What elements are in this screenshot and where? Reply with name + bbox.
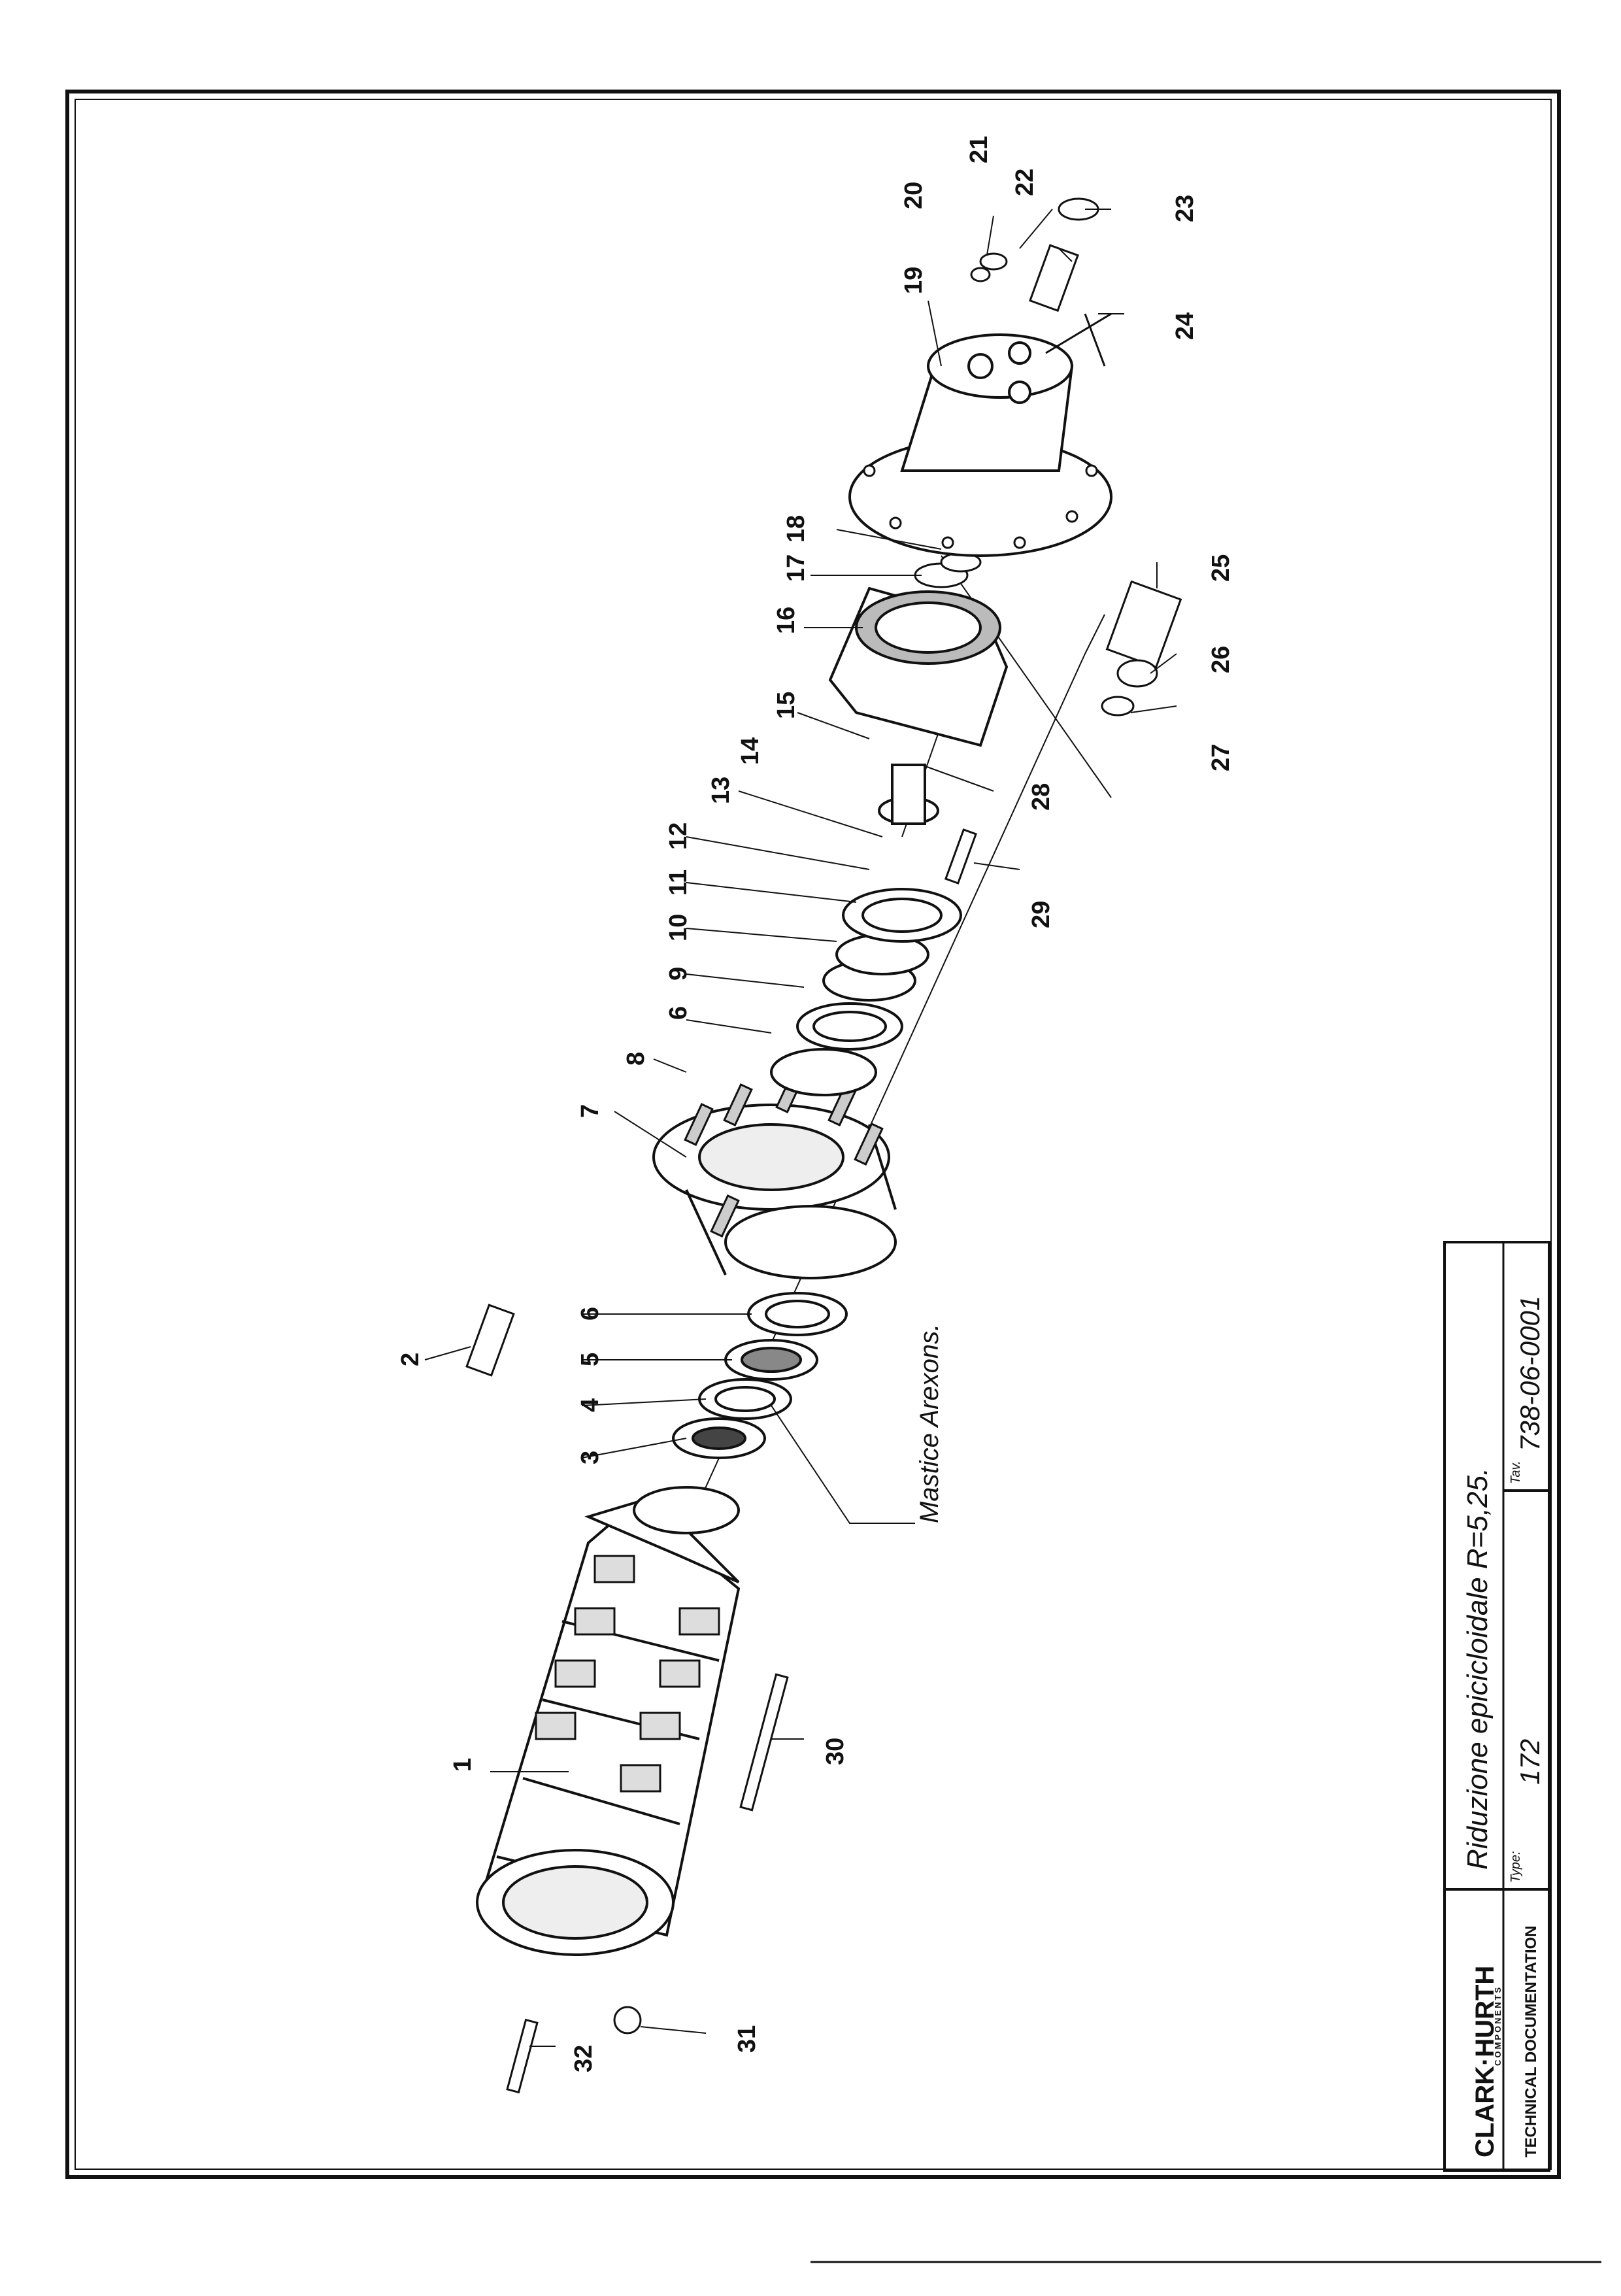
parts-3-6-bearings: [672, 1292, 848, 1459]
label-14: 14: [737, 737, 764, 765]
leader-lines: [424, 209, 1177, 2047]
label-15: 15: [773, 692, 800, 719]
label-7: 7: [577, 1104, 604, 1118]
doc-type: TECHNICAL DOCUMENTATION: [1522, 1925, 1540, 2157]
drawing-title: Riduzione epicicloidale R=5,25.: [1462, 1468, 1494, 1870]
label-2: 2: [397, 1353, 424, 1366]
label-20: 20: [900, 182, 927, 209]
label-23: 23: [1171, 195, 1199, 222]
parts-25-27-planet: [1101, 580, 1182, 717]
brand-sub: COMPONENTS: [1493, 1985, 1503, 2066]
label-19: 19: [900, 267, 927, 294]
label-12: 12: [665, 822, 692, 850]
parts-9-15-planetary: [770, 764, 962, 1096]
title-block-text: CLARK·HURTH COMPONENTS TECHNICAL DOCUMEN…: [1462, 1296, 1545, 2157]
label-26: 26: [1207, 646, 1235, 673]
label-29: 29: [1028, 901, 1055, 928]
label-28: 28: [1028, 783, 1055, 811]
label-10: 10: [665, 914, 692, 941]
label-1: 1: [449, 1758, 476, 1772]
part-19-flange-housing: [848, 333, 1112, 557]
part-labels: 1 2 3 4 5 6 6 7 8 9 10 11 12 13 14 15 16…: [397, 136, 1235, 2072]
brand-logo: CLARK·HURTH: [1471, 1966, 1499, 2157]
type-value: 172: [1514, 1739, 1545, 1785]
tav-value: 738-06-0001: [1514, 1296, 1545, 1451]
tav-label: Tav.: [1509, 1460, 1523, 1484]
label-25: 25: [1207, 554, 1235, 582]
label-6a: 6: [577, 1307, 604, 1321]
part-7-hub: [652, 1070, 897, 1279]
label-24: 24: [1171, 312, 1199, 340]
part-1-housing: [476, 1486, 741, 1956]
label-4: 4: [577, 1398, 604, 1412]
label-3: 3: [577, 1451, 604, 1464]
type-label: Type:: [1509, 1851, 1523, 1883]
part-16-ring-gear: [828, 586, 1009, 747]
label-27: 27: [1207, 744, 1235, 771]
title-block: [1443, 1241, 1550, 2172]
label-6b: 6: [665, 1006, 692, 1020]
label-9: 9: [665, 967, 692, 981]
label-17: 17: [782, 554, 810, 582]
label-13: 13: [707, 777, 735, 804]
label-22: 22: [1011, 169, 1039, 196]
label-18: 18: [782, 515, 810, 543]
label-16: 16: [773, 607, 800, 634]
parts-29-32-fasteners: [465, 828, 978, 2094]
label-32: 32: [570, 2045, 597, 2072]
outer-border: [65, 90, 1561, 2179]
label-8: 8: [622, 1052, 650, 1066]
label-5: 5: [577, 1353, 604, 1366]
inner-border: [75, 99, 1552, 2170]
mastice-note: Mastice Arexons.: [915, 1324, 944, 1523]
label-31: 31: [733, 2025, 761, 2053]
label-30: 30: [822, 1738, 849, 1765]
parts-17-18-washers: [914, 552, 982, 588]
label-11: 11: [665, 869, 692, 896]
label-21: 21: [965, 136, 993, 163]
